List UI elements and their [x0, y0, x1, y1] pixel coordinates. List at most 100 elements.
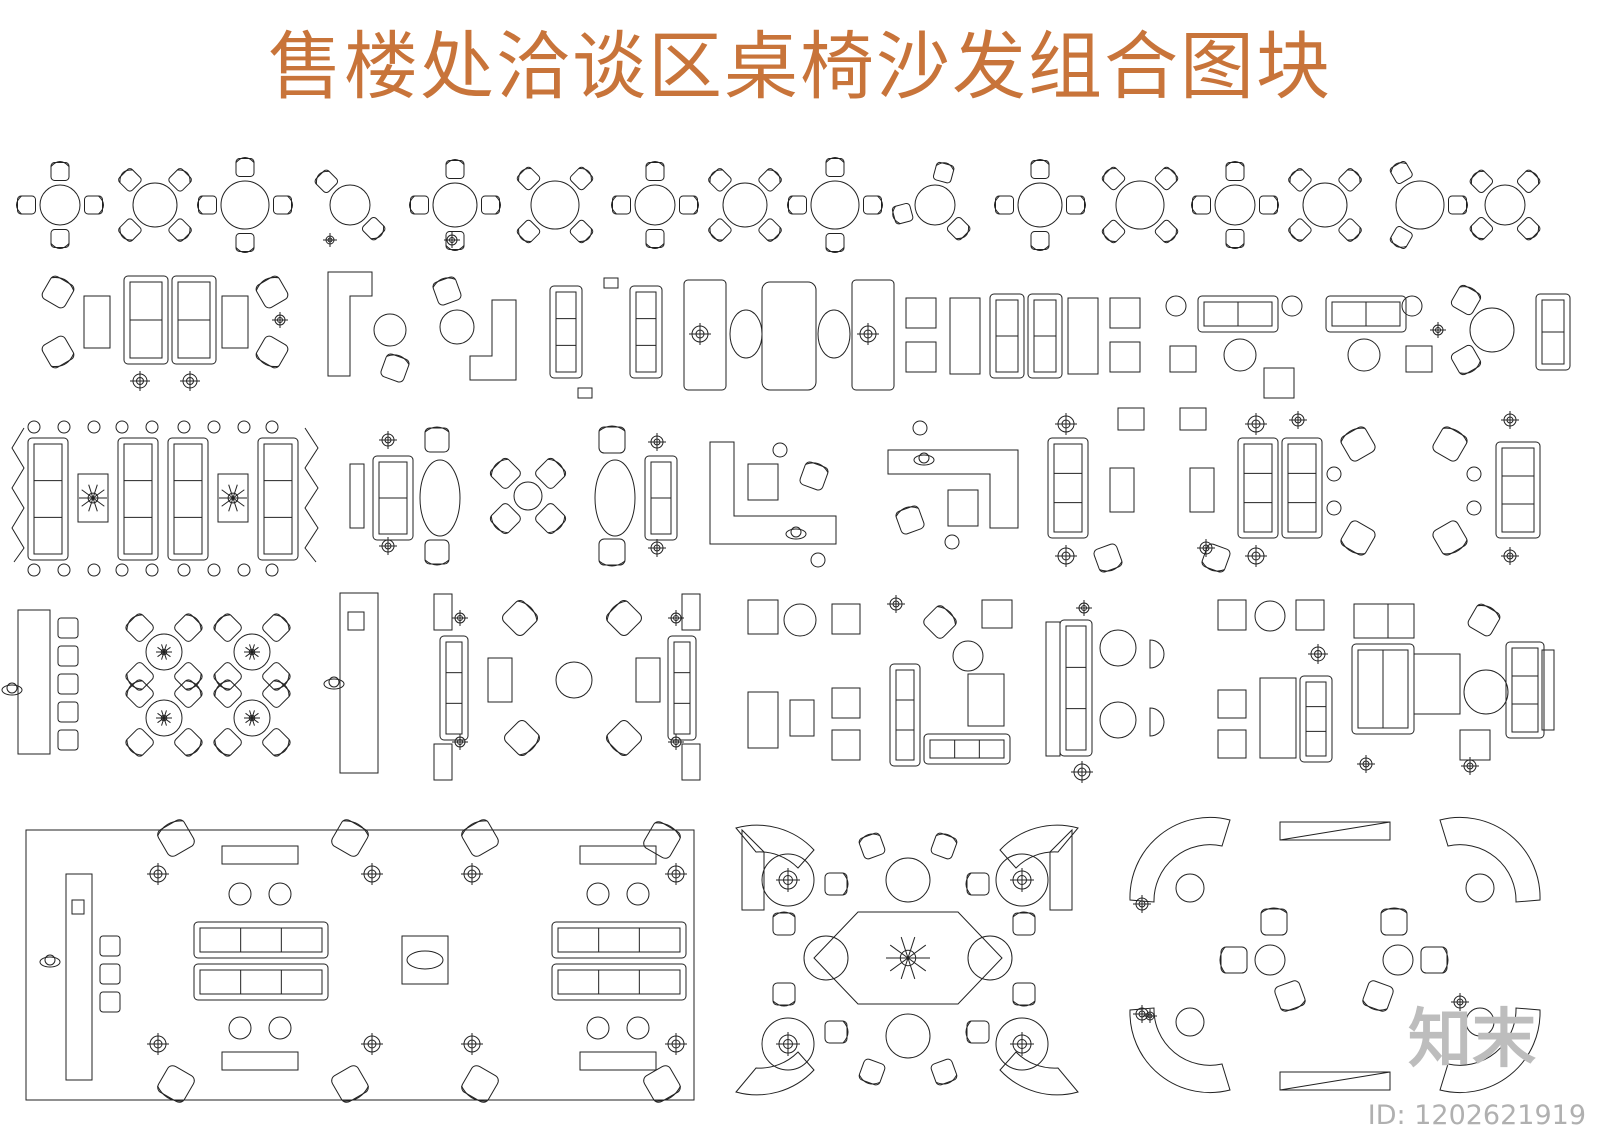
chair-seat	[410, 195, 429, 215]
chair-icon	[606, 720, 642, 756]
table-circle	[803, 935, 849, 981]
lamp-icon	[648, 539, 666, 557]
sofa-icon	[1505, 641, 1545, 739]
chair-back	[1030, 245, 1050, 251]
chair-icon	[772, 982, 796, 1007]
chair-icon	[611, 195, 631, 215]
sofa-icon	[1535, 293, 1571, 371]
table-circle	[228, 882, 252, 906]
l-desk	[709, 441, 837, 545]
rug-square	[217, 473, 249, 523]
sofa-frame	[117, 437, 159, 561]
table-circle	[1115, 180, 1165, 230]
chair-seat	[923, 605, 957, 639]
chair-back	[1099, 561, 1123, 572]
sink	[71, 899, 85, 915]
table-circle	[1401, 295, 1423, 317]
lounge-sets-row	[11, 407, 1541, 577]
chair-seat	[824, 1020, 848, 1044]
armchair	[831, 603, 861, 635]
lamp-icon	[1143, 1009, 1157, 1023]
chair-back	[693, 195, 699, 215]
table-circle	[228, 1016, 252, 1040]
chair-seat	[1432, 520, 1468, 556]
chair-back	[185, 739, 202, 756]
chair-seat	[174, 662, 203, 691]
chair-back	[273, 680, 290, 697]
plan-line	[157, 717, 165, 724]
chair-icon	[461, 819, 499, 857]
chair-back	[606, 735, 627, 756]
chair-seat	[255, 275, 289, 309]
chair-seat	[235, 158, 255, 177]
chair-seat	[424, 427, 450, 453]
table-circle	[1099, 629, 1137, 667]
chair-back	[177, 227, 191, 241]
sofa-frame	[27, 437, 69, 561]
chair-back	[787, 195, 793, 215]
chair-back	[1012, 1000, 1036, 1007]
chair-back	[1163, 168, 1177, 182]
sofa-icon	[989, 293, 1025, 379]
plan-line	[92, 489, 105, 499]
chair-icon	[606, 600, 642, 636]
chair-back	[842, 872, 849, 896]
chair-seat	[168, 218, 192, 242]
table-circle	[265, 420, 279, 434]
chair-seat	[41, 335, 75, 369]
table-circle	[967, 935, 1013, 981]
chair-seat	[825, 233, 845, 252]
sofa-frame	[1059, 619, 1093, 757]
chair-icon	[41, 335, 75, 369]
chair-seat	[168, 168, 192, 192]
chair-seat	[1288, 218, 1312, 242]
console-table	[349, 463, 365, 529]
chair-icon	[799, 461, 829, 491]
armchair	[1459, 729, 1491, 761]
chair-icon	[930, 832, 958, 860]
chair-icon	[1450, 344, 1482, 376]
chair-back	[709, 227, 723, 241]
sofa-frame	[629, 285, 663, 379]
plan-line	[228, 484, 234, 499]
sofa-icon	[117, 437, 159, 561]
sofa-icon	[551, 921, 687, 959]
chair-seat	[380, 353, 410, 383]
person-shoulders	[323, 678, 345, 690]
shelf	[681, 743, 701, 781]
lamp-icon	[461, 863, 483, 885]
sofa-icon	[629, 285, 663, 379]
chair-seat	[125, 679, 154, 708]
lamp-icon	[665, 1033, 687, 1055]
rug-square	[77, 473, 109, 523]
chair-back	[197, 195, 203, 215]
chair-icon	[361, 216, 386, 241]
chair-icon	[424, 539, 450, 566]
chair-seat	[1288, 168, 1312, 192]
chair-seat	[1420, 946, 1448, 974]
chair-icon	[758, 218, 782, 242]
chair-back	[1390, 237, 1407, 248]
person-head	[6, 682, 18, 694]
plan-line	[900, 957, 909, 980]
chair-back	[606, 600, 627, 621]
chair-seat	[569, 219, 594, 244]
plan-line	[251, 651, 255, 660]
person-icon	[1, 682, 23, 696]
table-circle	[772, 442, 788, 458]
lamp-icon	[1430, 322, 1446, 338]
table-circle	[237, 420, 251, 434]
plan-line	[907, 944, 927, 959]
plan-line	[81, 497, 94, 507]
chair-icon	[157, 1065, 195, 1103]
plant-center	[248, 714, 256, 722]
chair-icon	[1469, 216, 1494, 241]
chair-seat	[213, 728, 242, 757]
chair-icon	[825, 233, 845, 253]
chair-seat	[946, 216, 971, 241]
chair-icon	[1432, 520, 1468, 556]
chair-seat	[995, 195, 1014, 215]
chair-seat	[331, 1065, 369, 1103]
chair-seat	[1432, 426, 1468, 462]
chair-icon	[679, 195, 699, 215]
